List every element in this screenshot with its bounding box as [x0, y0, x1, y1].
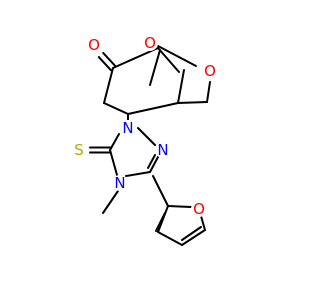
triazole-n2-label-background	[155, 142, 171, 158]
bond-n4-methyl	[102, 190, 119, 214]
bond-c4-c3x	[177, 101, 208, 104]
bond-layer	[89, 45, 211, 246]
bridge-oxygen-label-background	[142, 35, 158, 51]
bond-c1-c7	[149, 49, 161, 86]
bond-carbonyl-b	[97, 56, 112, 72]
carbonyl-oxygen-label: O	[88, 36, 100, 54]
atom-layer: O O O N N N S O	[71, 34, 218, 218]
bond-n1-c5	[109, 133, 120, 151]
furan-oxygen-label: O	[193, 200, 205, 218]
bond-furan-c4-c5-inner	[181, 226, 202, 241]
bond-furan-c2-c3-inner	[155, 212, 166, 232]
bond-furan-c5-o	[200, 215, 206, 231]
ring-oxygen-label-background	[202, 63, 218, 79]
bond-furan-c3-c4	[157, 231, 183, 246]
bridge-oxygen-label: O	[144, 34, 156, 52]
carbonyl-oxygen-label-background	[86, 37, 102, 53]
triazole-n2-label: N	[157, 141, 168, 159]
bond-c3-ch	[103, 102, 129, 115]
bond-c5-n4	[109, 149, 118, 176]
triazole-n4-label-background	[112, 175, 128, 191]
bond-bridge-o8	[157, 45, 197, 67]
bond-furan-o-c2	[167, 205, 192, 208]
bond-n1-n2	[137, 127, 156, 146]
thione-sulfur-label: S	[74, 141, 84, 159]
thione-sulfur-label-background	[71, 142, 87, 158]
bond-n4-c3	[125, 171, 151, 177]
bond-c1-o6	[157, 47, 180, 73]
bond-c3-n2-inner	[147, 154, 156, 169]
furan-oxygen-label-background	[191, 201, 207, 217]
triazole-n1-label: N	[122, 119, 133, 137]
triazole-n4-label: N	[114, 174, 125, 192]
bond-ch-c4	[127, 102, 179, 115]
triazole-n1-label-background	[120, 120, 136, 136]
bond-carbonyl-a	[102, 51, 117, 67]
bond-c5-c4	[177, 69, 185, 104]
bond-c3-n2	[149, 156, 159, 173]
bond-furan-c4-c5	[181, 229, 206, 246]
bond-c2-c3	[103, 67, 114, 104]
bond-c2-c1	[112, 47, 159, 69]
bond-o6-c6	[206, 81, 211, 103]
bond-triazole-furan	[152, 175, 169, 207]
molecule-structure: O O O N N N S O	[71, 34, 218, 246]
ring-oxygen-label: O	[204, 62, 216, 80]
